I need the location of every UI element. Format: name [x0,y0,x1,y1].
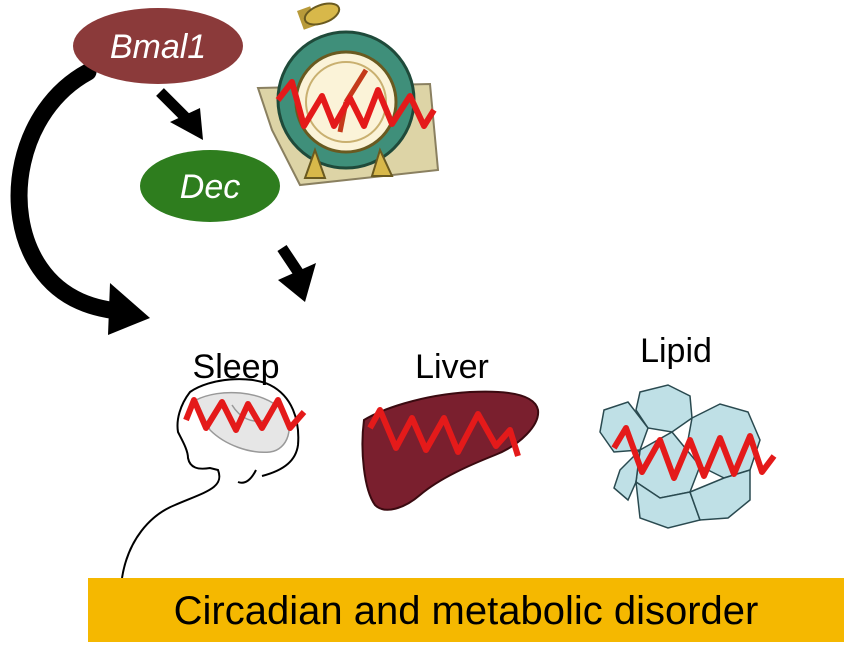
liver-label: Liver [415,348,489,386]
sleep-label: Sleep [193,348,280,386]
lipid-label: Lipid [640,332,712,370]
banner-text: Circadian and metabolic disorder [174,589,759,633]
bmal1-node: Bmal1 [73,8,243,84]
bmal1-label: Bmal1 [110,28,206,66]
dec-to-organs-arrow [277,244,316,302]
outcome-banner: Circadian and metabolic disorder [88,578,844,642]
lipid-rhythm-wave [611,425,777,481]
liver-rhythm-wave [367,407,521,457]
bmal1-to-organs-arrow [10,63,150,335]
clock-rhythm-wave [275,79,437,129]
liver-icon [361,390,540,511]
dec-node: Dec [140,150,280,222]
dec-label: Dec [180,168,240,206]
bmal1-to-dec-arrow [156,88,203,140]
sleep-rhythm-wave [183,397,307,433]
